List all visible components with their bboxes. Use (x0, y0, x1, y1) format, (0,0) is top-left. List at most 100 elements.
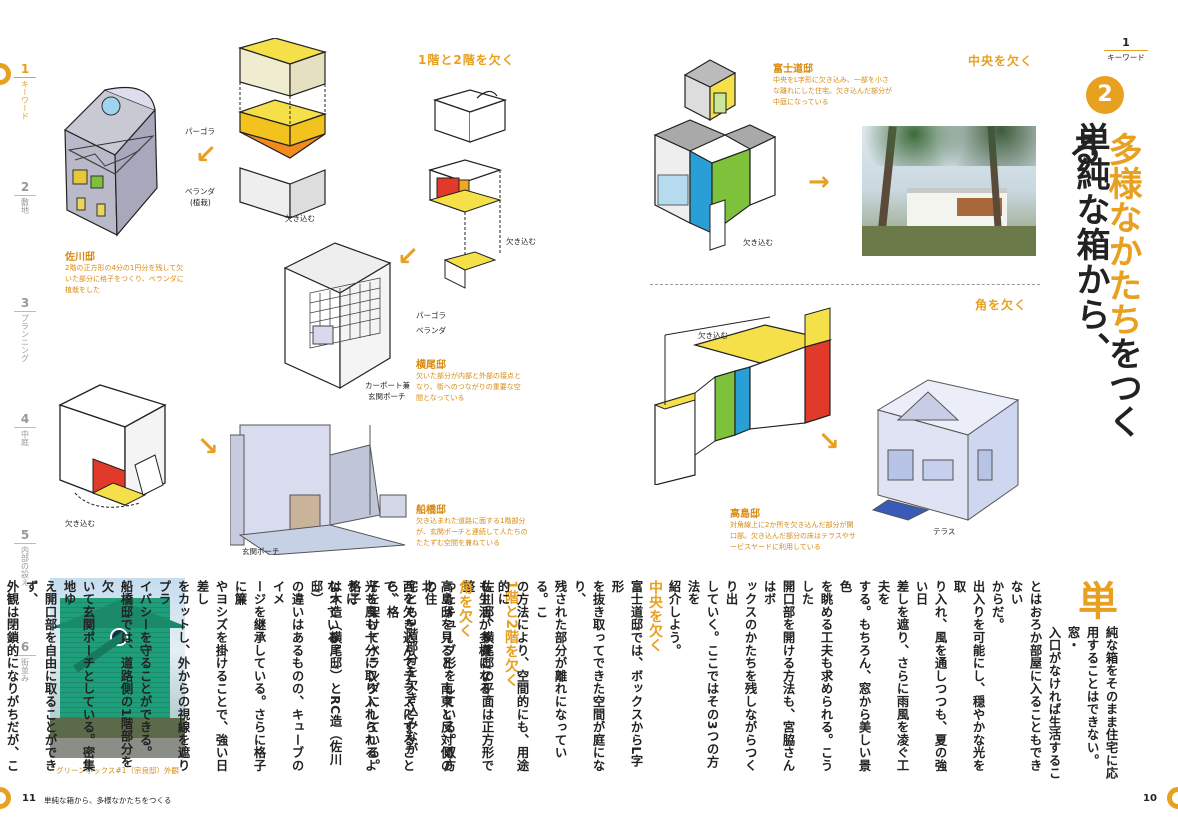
body-line: 宅とも2階部分を欠き込みながら、格 (385, 580, 418, 756)
chapter-number-badge: 2 (1086, 76, 1124, 114)
funahashi-label-porch: 玄関ポーチ (242, 547, 280, 556)
body-line: の方法により、空間的にも、用途的に (496, 580, 529, 772)
body-line: からだ。 (990, 580, 1004, 632)
corner-ring-top-left (0, 63, 11, 85)
sidebar-item-interior[interactable]: 5 内部の設え (8, 528, 42, 586)
corner-ring-bottom-left (0, 787, 11, 809)
fujimichi-caption: 富士道邸 中央をL字形に欠き込み、一部を小さな離れにした住宅。欠き込んだ部分が中… (773, 64, 892, 106)
body-line: やヨシズを掛けることで、強い日差し (195, 580, 228, 772)
arrow-icon: ↘ (818, 427, 840, 457)
body-line: り入れ、風を通しつつも、夏の強い日 (914, 580, 947, 772)
yokoo-house-illustration (283, 242, 392, 390)
body-line: 純な箱をそのまま住宅に応 (1104, 626, 1118, 780)
body-line: 用することはできない。窓・ (1066, 626, 1099, 767)
exploded-cube-sagawa (237, 38, 328, 219)
body-line: 高島邸を見ると、南東と反対側の北 (420, 580, 453, 772)
sidebar-item-site[interactable]: 2 敷地 (8, 180, 42, 214)
sagawa-label-planting: (植栽) (190, 198, 211, 207)
fujimichi-illustration (653, 59, 777, 251)
takashima-illustration (653, 307, 833, 485)
arrow-icon: → (808, 167, 830, 197)
body-line: していく。ここではその3つの方法を (686, 580, 719, 769)
body-line: の違いはあるものの、キューブのイメ (271, 580, 304, 772)
funahashi-caption: 船橋邸 欠き込まれた道路に面する1階部分が、玄関ポーチと連続して人たちのたたずむ… (416, 505, 528, 547)
right-body-text: 単 純な箱をそのまま住宅に応用することはできない。窓・入口がなければ生活すること… (325, 579, 1120, 780)
funahashi-cube-illustration (58, 384, 167, 508)
footer-title-left: 単純な箱から、多様なかたちをつくる (44, 796, 172, 805)
takashima-house-sketch (871, 379, 1020, 521)
takashima-caption: 高島邸 対角線上に2か所を欠き込んだ部分が開口部。欠き込んだ部分の床はテラスやサ… (730, 509, 856, 551)
body-line: 船橋邸では、道路側の1階部分を欠 (100, 580, 133, 769)
keyword-number: 1 (1122, 36, 1130, 49)
yokoo-label-pergola: パーゴラ (416, 311, 446, 320)
body-line: え開口部を自由に取ることができず、 (24, 580, 57, 772)
body-line: 外観は閉鎖的になりがちだが、この1 (5, 580, 19, 772)
body-line: は木造（横尾邸）とRC造（佐川邸） (309, 580, 342, 766)
chapter-title-line2: 多様なかたちをつくる (1062, 132, 1142, 438)
body-subheading: 角を欠く (457, 580, 473, 638)
sidebar-item-keyword[interactable]: 1 キーワード (8, 62, 42, 120)
body-line: ったキューブ形をしている。双方の住 (423, 580, 456, 772)
body-line: なっている。 (325, 580, 339, 657)
corner-ring-bottom-right (1167, 787, 1178, 809)
green-box-photo-caption: グリーンボックス#1（宗良邸）外観 (56, 766, 179, 775)
green-box-photo (50, 578, 185, 758)
yokoo-label-carport: カーポート兼 (365, 381, 410, 390)
body-line: 残された部分が離れになっている。こ (534, 580, 567, 760)
sagawa-label-pergola: パーゴラ (185, 127, 215, 136)
sagawa-caption: 佐川邸 2階の正方形の4分の1円分を残して欠いた部分に格子をつくり、ベランダに植… (65, 252, 184, 294)
body-line: 入口がなければ生活するこ (1047, 626, 1061, 780)
body-line: 出入りを可能にし、穏やかな光を取 (952, 580, 985, 772)
takashima-label-kakikomu: 欠き込む (698, 331, 728, 340)
body-line: を眺める工夫も求められる。こうした (800, 580, 833, 772)
body-line: 光も風も十分に取り入れられるように (344, 580, 377, 772)
body-line: をカットし、外からの視線を遮りプラ (157, 580, 190, 772)
body-line: 紹介しよう。 (667, 580, 681, 657)
fujimichi-photo (862, 126, 1036, 256)
big-initial: 単 (1078, 579, 1118, 625)
keyword-label: キーワード (1107, 53, 1145, 62)
section-title-center: 中央を欠く (968, 54, 1034, 68)
arrow-icon: ↙ (397, 242, 419, 272)
yokoo-label-porch: 玄関ポーチ (368, 392, 406, 401)
body-subheading: 中央を欠く (647, 580, 663, 653)
arrow-icon: ↘ (197, 432, 219, 462)
fujimichi-label-kakikomu: 欠き込む (743, 238, 773, 247)
takashima-label-terrace: テラス (933, 527, 956, 536)
yokoo-label-veranda: ベランダ (416, 326, 446, 335)
body-line: 佐川邸、横尾邸の平面は正方形で整 (461, 580, 494, 772)
exploded-cube-yokoo (427, 89, 508, 289)
body-line: いて玄関ポーチとしている。密集地ゆ (62, 580, 95, 772)
sagawa-label-veranda: ベランダ (185, 187, 215, 196)
body-line: 差しを遮り、さらに雨風を凌ぐ工夫を (876, 580, 909, 772)
sagawa-house-illustration (63, 86, 158, 237)
body-line: する。もちろん、窓から美しい景色 (838, 580, 871, 772)
funahashi-street-sketch (230, 424, 407, 555)
label-kakikomu-2: 欠き込む (506, 237, 536, 246)
body-line: とはおろか部屋に入ることもできない (1009, 580, 1042, 772)
sidebar-item-planning[interactable]: 3 プランニング (8, 296, 42, 362)
sidebar-item-courtyard[interactable]: 4 中庭 (8, 412, 42, 446)
body-line: 西を欠き込んでテラスにすることで、 (382, 580, 415, 772)
footer-page-number-right: 10 (1143, 793, 1157, 804)
left-body-text: 1階と2階を欠く 佐川邸、横尾邸の平面は正方形で整ったキューブ形をしている。双方… (5, 580, 520, 780)
sidebar-item-streetscape[interactable]: 6 街並み (8, 640, 42, 682)
body-line: も生活が多様になる。 (477, 580, 491, 708)
yokoo-caption: 横尾邸 欠いた部分が内部と外部の接点となり、街へのつながりの重要な空間となってい… (416, 360, 521, 402)
label-kakikomu-1: 欠き込む (285, 214, 315, 223)
body-line: 開口部を開ける方法も、宮脇さんはボ (762, 580, 795, 772)
body-line: ックスのかたちを残しながらつくり出 (724, 580, 757, 772)
section-title-floors: 1階と2階を欠く (418, 53, 515, 67)
chapter-title: 単純な箱から、 (1070, 122, 1110, 367)
keyword-header: 1 キーワード (1096, 36, 1156, 63)
label-kakikomu-3: 欠き込む (65, 519, 95, 528)
section-title-corner: 角を欠く (975, 298, 1028, 312)
body-line: イバシーを守ることができる。 (138, 580, 152, 760)
body-line: を抜き取ってできた空間が庭になり、 (572, 580, 605, 772)
section-divider (650, 284, 1040, 285)
arrow-icon: ↙ (195, 140, 217, 170)
footer-page-number-left: 11 (22, 793, 36, 804)
body-heading-floors: 1階と2階を欠く (503, 580, 519, 688)
body-line: 子を架けてベランダにしている。格子 (347, 580, 380, 772)
body-line: ージを継承している。さらに格子に簾 (233, 580, 266, 772)
